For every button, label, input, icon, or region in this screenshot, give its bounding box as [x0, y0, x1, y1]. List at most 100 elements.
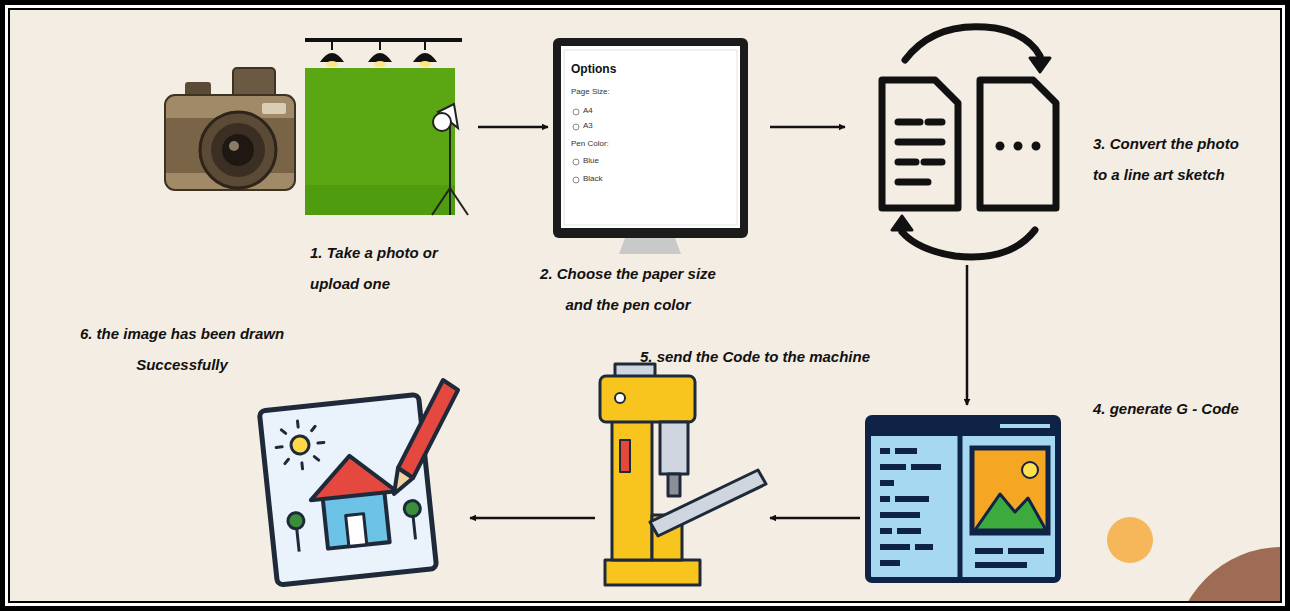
drawn-picture-icon-part-part — [290, 435, 310, 455]
convert-icon-part — [997, 143, 1003, 149]
green-screen-icon-part — [305, 185, 455, 215]
milling-machine-icon-part — [620, 440, 630, 472]
gcode-window-icon-part-part — [915, 544, 933, 550]
monitor-icon-part — [564, 50, 737, 225]
convert-icon-part — [980, 80, 1056, 208]
gcode-window-icon-part — [958, 436, 963, 580]
convert-icon-part — [905, 27, 1040, 60]
gcode-window-icon-part-part — [895, 496, 929, 502]
green-screen-icon-part — [450, 188, 468, 215]
gcode-window-icon-part — [1000, 424, 1050, 428]
monitor-icon-part — [561, 46, 740, 228]
drawn-picture-icon-part-part — [287, 512, 305, 530]
convert-icon-part — [1015, 143, 1021, 149]
gcode-window-icon — [868, 418, 1058, 580]
green-screen-icon — [305, 40, 468, 215]
drawn-picture-icon-part-part — [307, 451, 397, 500]
gcode-window-icon-part-part — [880, 560, 900, 566]
screen-option-label: Page Size: — [571, 88, 610, 97]
step-caption: 1. Take a photo or upload one — [310, 237, 438, 299]
monitor-icon-part — [553, 38, 748, 238]
green-screen-icon-part — [419, 61, 431, 67]
milling-machine-icon-part — [615, 393, 625, 403]
flow-arrow — [470, 517, 595, 520]
monitor-icon — [553, 38, 748, 254]
step-caption: 4. generate G - Code — [1093, 393, 1239, 424]
step-caption: 2. Choose the paper size and the pen col… — [528, 258, 728, 320]
gcode-window-icon-part-part — [880, 480, 894, 486]
milling-machine-icon-part — [650, 470, 766, 536]
monitor-icon-part — [573, 159, 579, 165]
frame-part — [8, 8, 1282, 603]
gcode-window-icon-part-part — [880, 544, 910, 550]
flow-arrow — [966, 265, 969, 405]
camera-icon-part — [229, 141, 239, 151]
gcode-window-icon-part — [972, 448, 1048, 533]
step-caption: 6. the image has been drawn Successfully — [62, 318, 302, 380]
camera-icon — [165, 68, 295, 190]
gcode-window-icon-part-part — [911, 464, 941, 470]
gcode-window-icon-part-part — [975, 548, 1003, 554]
gcode-window-icon-part — [1022, 462, 1038, 478]
monitor-icon-part — [573, 177, 579, 183]
gcode-window-icon-part-part — [880, 496, 890, 502]
milling-machine-icon-part — [668, 474, 680, 496]
gcode-window-icon-part-part — [897, 528, 921, 534]
camera-icon-part — [233, 68, 275, 98]
milling-machine-icon-part — [660, 422, 688, 474]
gcode-window-icon-part-part — [1008, 548, 1044, 554]
drawn-picture-icon — [259, 380, 458, 585]
convert-icon-part — [1030, 58, 1050, 72]
monitor-icon-part — [573, 109, 579, 115]
screen-option-label: A3 — [583, 122, 593, 131]
step-node: 3. Convert the photo to a line art sketc… — [845, 10, 1065, 265]
flow-arrow — [478, 126, 548, 129]
convert-icon — [882, 27, 1056, 257]
drawn-picture-icon-part — [259, 394, 436, 585]
green-screen-icon-part — [305, 68, 455, 185]
camera-icon-part — [222, 134, 254, 166]
drawn-picture-icon-part — [394, 468, 413, 494]
green-screen-icon-part — [424, 40, 426, 50]
step-caption: 5. send the Code to the machine — [640, 341, 870, 372]
frame-part — [10, 10, 1280, 601]
step-node: 5. send the Code to the machine — [595, 368, 770, 590]
gcode-window-icon-part — [868, 418, 1058, 436]
camera-icon-part — [211, 123, 265, 177]
screen-option-label: Pen Color: — [571, 140, 609, 149]
flow-arrow — [770, 126, 845, 129]
gcode-window-icon-part-part — [880, 512, 920, 518]
green-screen-icon-part — [320, 53, 437, 62]
drawn-picture-icon-part-part — [297, 528, 300, 552]
gcode-window-icon-part — [975, 494, 1046, 530]
step-node: 1. Take a photo or upload one — [160, 30, 478, 220]
decoration — [1107, 517, 1280, 601]
green-screen-icon-part — [326, 61, 338, 67]
milling-machine-icon-part — [600, 376, 695, 422]
convert-icon-part — [892, 216, 912, 230]
green-screen-icon-part — [374, 61, 386, 67]
green-screen-icon-part — [432, 188, 450, 215]
green-screen-icon-part — [331, 40, 333, 50]
decoration-part — [1174, 547, 1280, 601]
green-screen-icon-part — [379, 40, 381, 50]
gcode-window-icon-part-part — [880, 528, 892, 534]
green-screen-icon-part — [305, 38, 462, 42]
gcode-window-icon-part — [868, 418, 1058, 580]
frame-part — [5, 5, 1285, 606]
camera-icon-part — [200, 112, 276, 188]
drawn-picture-icon-part-part — [403, 500, 421, 518]
milling-machine-icon-part — [605, 560, 700, 585]
drawn-picture-icon-part-part — [259, 394, 436, 585]
drawn-picture-icon-part — [398, 380, 458, 478]
gcode-window-icon-part-part — [975, 562, 1027, 568]
drawn-picture-icon-part-part — [413, 516, 416, 540]
gcode-window-icon-part-part — [880, 464, 906, 470]
screen-option-label: Black — [583, 175, 603, 184]
monitor-icon-part — [573, 124, 579, 130]
step-node: 4. generate G - Code — [860, 405, 1065, 585]
green-screen-icon-part — [433, 113, 451, 131]
